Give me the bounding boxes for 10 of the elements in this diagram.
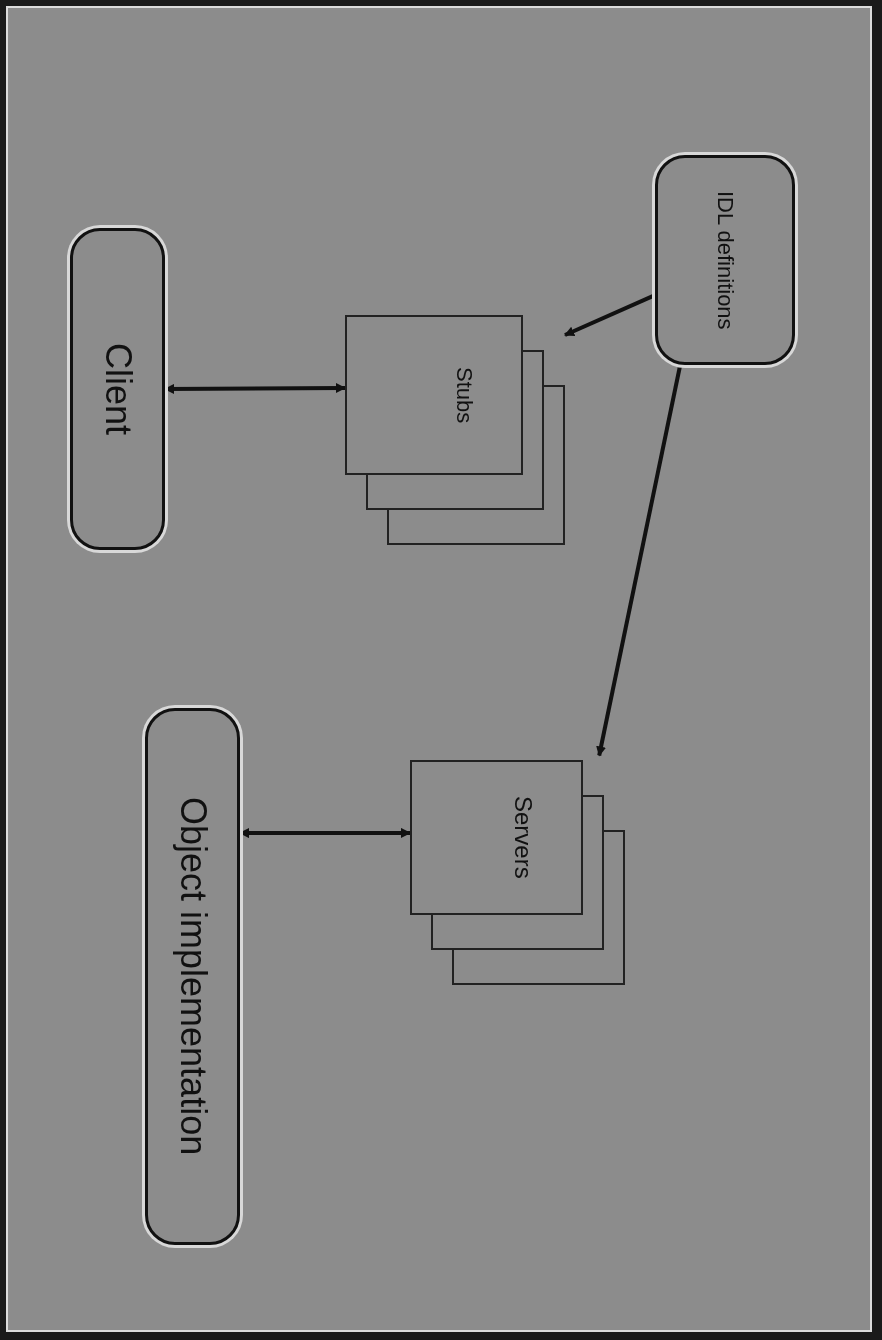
stacked-boxes [345,315,565,545]
stacked-boxes [410,760,625,985]
node-label: Client [96,342,140,435]
node-label: Servers [509,796,538,879]
node-label: Object implementation [171,797,215,1156]
rounded-box [655,155,795,365]
rounded-box [70,228,165,550]
node-label: Stubs [451,366,478,424]
rounded-box [145,708,240,1245]
node-label: IDL definitions [713,190,737,330]
